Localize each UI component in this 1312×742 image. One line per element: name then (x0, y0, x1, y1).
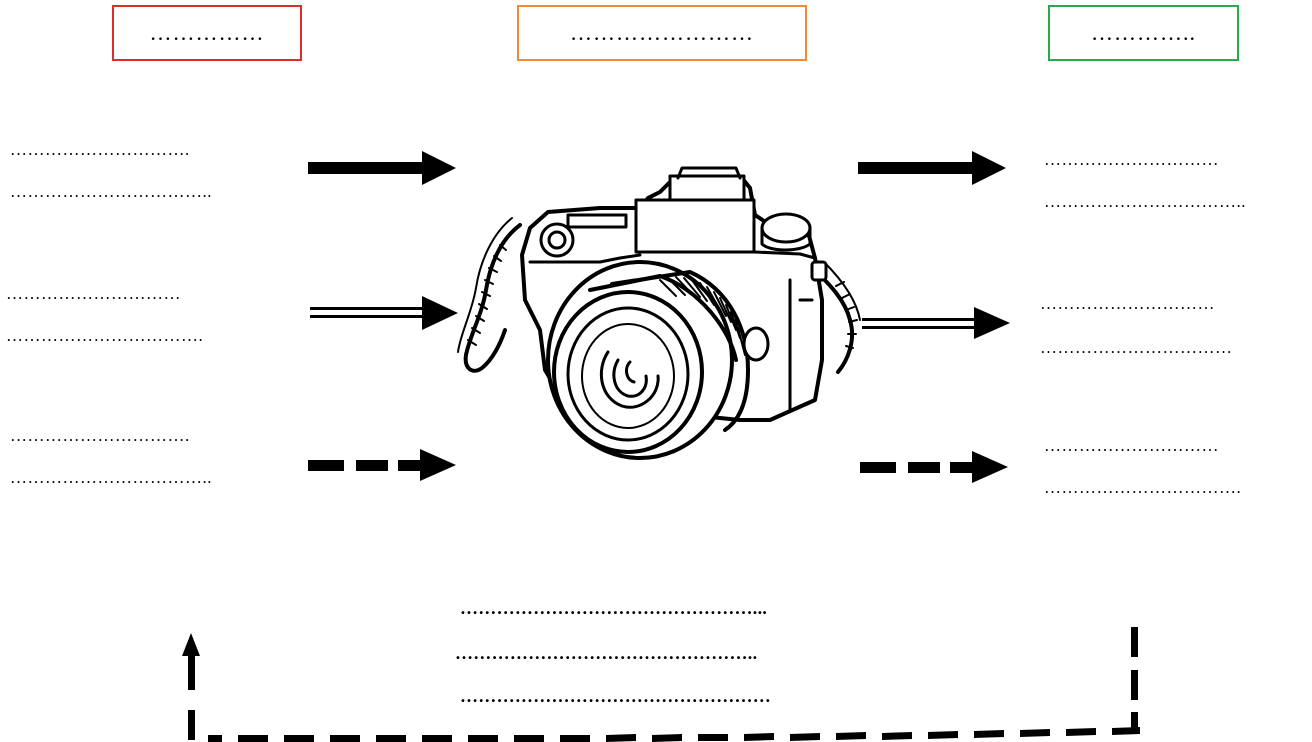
header-box-right: ………….. (1048, 5, 1239, 61)
right-label-3-line2: ……………………………. (1044, 478, 1242, 497)
left-label-3-line1: …………………………. (10, 426, 190, 445)
right-label-2-line2: …………………………… (1040, 338, 1233, 357)
right-arrow-dashed (860, 451, 1008, 483)
left-arrow-solid (308, 151, 456, 185)
bottom-line-3: …………………………………………… (460, 686, 772, 706)
header-box-left: …………… (112, 5, 302, 61)
right-label-1-line2: …………………………….. (1044, 192, 1246, 211)
right-label-2-line1: ………………………… (1040, 294, 1215, 313)
right-arrow-double (862, 307, 1010, 339)
left-label-2-line2: ……………………………. (6, 326, 204, 345)
left-label-1-line2: …………………………….. (10, 182, 212, 201)
header-box-center: …………………… (517, 5, 807, 61)
right-label-1-line1: ………………………… (1044, 150, 1219, 169)
left-label-2-line1: ………………………… (6, 284, 181, 303)
bottom-line-1: …………………………………………... (460, 598, 768, 618)
camera-icon (457, 166, 861, 460)
left-arrow-dashed (308, 449, 456, 481)
right-label-3-line1: ………………………… (1044, 436, 1219, 455)
left-label-3-line2: …………………………….. (10, 468, 212, 487)
feedback-loop-arrow (182, 627, 1140, 742)
bottom-line-2: ………………………………………….. (455, 643, 758, 663)
right-arrow-solid (858, 151, 1006, 185)
left-arrow-double (310, 296, 458, 330)
left-label-1-line1: …………………………. (10, 140, 190, 159)
